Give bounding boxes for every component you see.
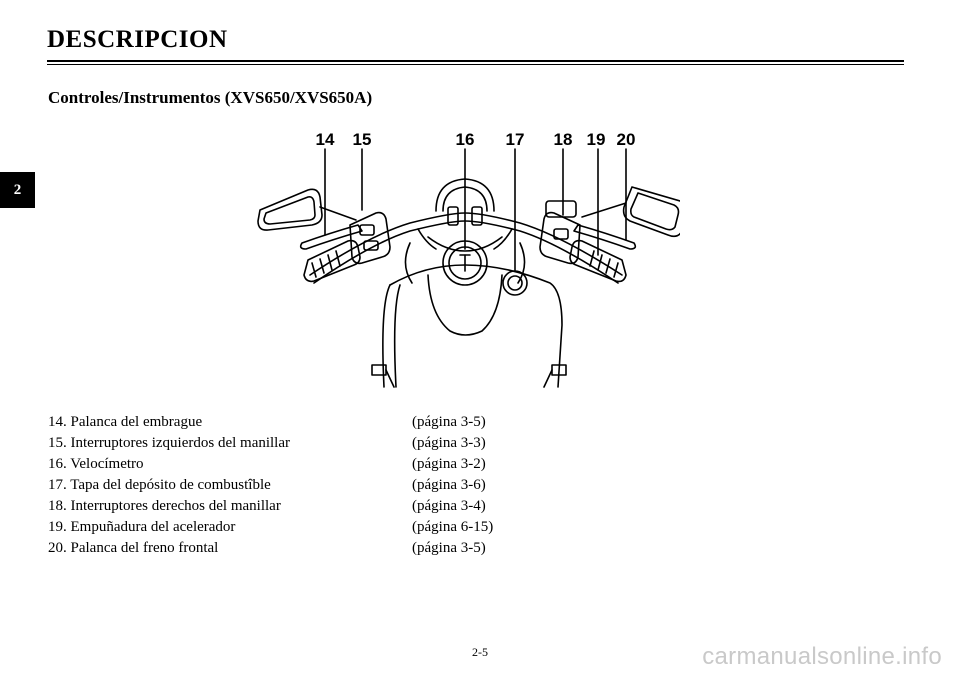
header-rule-thick — [47, 60, 904, 62]
list-item: 20. Palanca del freno frontal (página 3-5… — [48, 538, 608, 559]
list-item: 16. Velocímetro (página 3-2) — [48, 454, 608, 475]
header-rule-thin — [47, 64, 904, 65]
list-item: 17. Tapa del depósito de combustîble (pág… — [48, 475, 608, 496]
tank-gauge — [442, 240, 488, 286]
section-title: Controles/Instrumentos (XVS650/XVS650A) — [48, 88, 373, 107]
part-label: 15. Interruptores izquierdos del manilla… — [48, 435, 291, 451]
part-label: 16. Velocímetro — [48, 456, 144, 472]
left-switch-housing — [349, 211, 391, 265]
master-cylinder — [545, 200, 577, 218]
fuel-tank — [389, 264, 563, 388]
page-title: DESCRIPCION — [47, 26, 228, 53]
page-reference: (página 3-3) — [412, 435, 486, 451]
clutch-lever — [299, 224, 363, 250]
page-reference: (página 3-5) — [412, 540, 486, 556]
page-number: 2-5 — [472, 645, 488, 659]
callout-20: 20 — [617, 130, 636, 149]
chapter-tab: 2 — [0, 172, 35, 208]
part-label: 18. Interruptores derechos del manillar — [48, 498, 281, 514]
list-item: 18. Interruptores derechos del manillar (… — [48, 496, 608, 517]
part-label: 14. Palanca del embrague — [48, 414, 203, 430]
list-item: 14. Palanca del embrague (página 3-5) — [48, 412, 608, 433]
part-label: 17. Tapa del depósito de combustîble — [48, 477, 271, 493]
left-footrest — [371, 364, 387, 376]
callout-18: 18 — [554, 130, 573, 149]
callout-14: 14 — [316, 130, 335, 149]
callout-17: 17 — [506, 130, 525, 149]
front-brake-lever — [573, 224, 637, 250]
left-mirror — [257, 188, 323, 231]
list-item: 15. Interruptores izquierdos del manilla… — [48, 433, 608, 454]
page-reference: (página 3-6) — [412, 477, 486, 493]
watermark: carmanualsonline.info — [702, 643, 942, 670]
callout-19: 19 — [587, 130, 606, 149]
handlebar-controls-illustration: 14 15 16 17 18 19 20 — [257, 130, 680, 388]
page-reference: (página 3-4) — [412, 498, 486, 514]
right-switch-housing — [539, 211, 581, 265]
page-reference: (página 3-2) — [412, 456, 486, 472]
handlebar — [309, 212, 623, 276]
throttle-grip — [569, 239, 627, 283]
part-label: 20. Palanca del freno frontal — [48, 540, 219, 556]
callout-15: 15 — [353, 130, 372, 149]
page-reference: (página 3-5) — [412, 414, 486, 430]
callout-16: 16 — [456, 130, 475, 149]
part-label: 19. Empuñadura del acelerador — [48, 519, 236, 535]
list-item: 19. Empuñadura del acelerador (página 6-1… — [48, 517, 608, 538]
right-mirror — [622, 186, 680, 238]
speedometer — [435, 178, 495, 212]
parts-list: 14. Palanca del embrague (página 3-5) 15.… — [48, 412, 608, 559]
page-reference: (página 6-15) — [412, 519, 494, 535]
left-grip — [303, 239, 361, 283]
